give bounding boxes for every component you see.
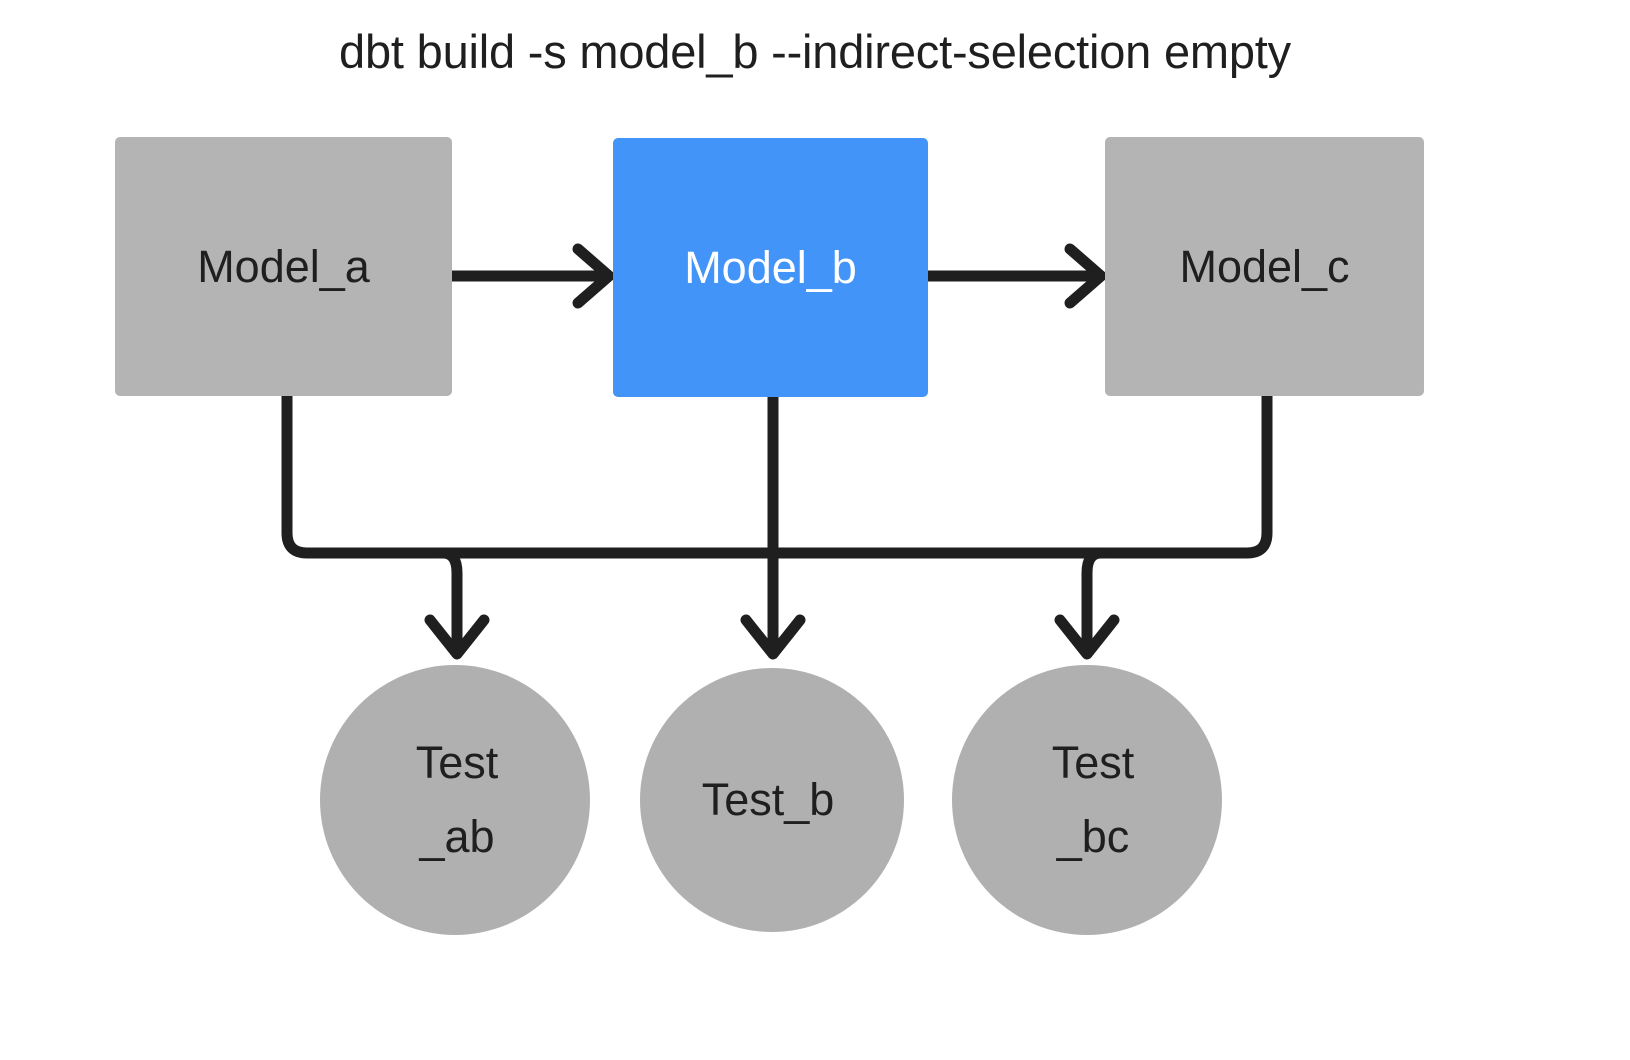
edge-model-b-to-model-c <box>922 243 1107 309</box>
node-model-c[interactable]: Model_c <box>1105 137 1424 396</box>
edge-model-a-to-model-b <box>446 243 615 309</box>
edge-model-b-to-test-b <box>740 391 806 660</box>
node-model-a-label: Model_a <box>197 240 370 292</box>
edge-bus-to-test-ab <box>424 547 490 660</box>
diagram-title: dbt build -s model_b --indirect-selectio… <box>339 25 1291 78</box>
node-model-a[interactable]: Model_a <box>115 137 452 396</box>
node-test-ab[interactable]: Test _ab <box>320 665 590 935</box>
edge-model-c-to-tests <box>767 390 1273 559</box>
edge-model-a-to-tests <box>281 390 779 559</box>
node-test-bc[interactable]: Test _bc <box>952 665 1222 935</box>
node-model-b-label: Model_b <box>684 241 857 293</box>
node-model-c-label: Model_c <box>1179 240 1350 292</box>
edge-bus-to-test-bc <box>1054 547 1120 660</box>
node-model-b[interactable]: Model_b <box>613 138 928 397</box>
node-test-bc-label: Test _bc <box>1051 736 1135 862</box>
node-test-b-label: Test_b <box>701 773 835 825</box>
node-test-b[interactable]: Test_b <box>640 668 904 932</box>
node-test-ab-label: Test _ab <box>415 736 499 862</box>
